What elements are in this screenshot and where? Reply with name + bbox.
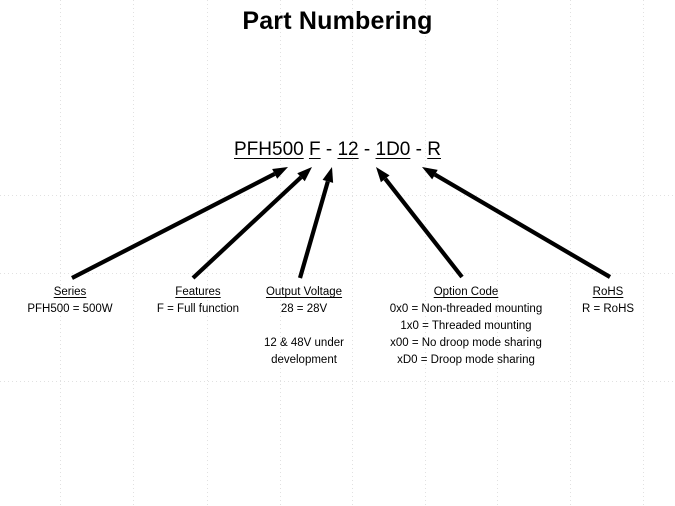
legend-header-series: Series xyxy=(53,286,87,298)
grid-line-vertical-0 xyxy=(60,0,61,506)
legend-header-output-voltage: Output Voltage xyxy=(265,286,343,298)
part-segment-option: 1D0 xyxy=(375,139,411,160)
legend-block-features: Features F = Full function xyxy=(138,284,258,318)
grid-line-horizontal-0 xyxy=(0,195,675,196)
grid-line-vertical-3 xyxy=(280,0,281,506)
part-segment-voltage: 12 xyxy=(337,139,359,160)
grid-line-vertical-1 xyxy=(133,0,134,506)
legend-line-series-0: PFH500 = 500W xyxy=(27,303,113,315)
page-title: Part Numbering xyxy=(242,7,433,35)
legend-block-series: Series PFH500 = 500W xyxy=(0,284,140,318)
legend-line-option-3: xD0 = Droop mode sharing xyxy=(397,354,535,366)
legend-block-output-voltage: Output Voltage 28 = 28V 12 & 48V under d… xyxy=(240,284,368,369)
legend-block-rohs: RoHS R = RoHS xyxy=(548,284,668,318)
arrow-voltage-head xyxy=(322,167,334,183)
part-separator-2: - xyxy=(320,139,338,160)
grid-line-horizontal-1 xyxy=(0,273,675,274)
grid-line-horizontal-2 xyxy=(0,381,675,382)
grid-line-vertical-5 xyxy=(425,0,426,506)
legend-line-voltage-2: 12 & 48V under xyxy=(264,337,344,349)
legend-block-option-code: Option Code 0x0 = Non-threaded mounting … xyxy=(370,284,562,369)
legend-line-option-0: 0x0 = Non-threaded mounting xyxy=(389,303,543,315)
legend-header-features: Features xyxy=(175,286,221,298)
legend-header-option-code: Option Code xyxy=(433,286,499,298)
arrow-features-head xyxy=(297,167,312,182)
arrow-option-shaft xyxy=(383,177,464,279)
grid-line-vertical-7 xyxy=(570,0,571,506)
part-segment-series: PFH500 xyxy=(234,139,304,160)
legend-line-voltage-0: 28 = 28V xyxy=(280,303,328,315)
grid-line-vertical-6 xyxy=(497,0,498,506)
part-segment-features: F xyxy=(308,139,321,160)
legend-header-rohs: RoHS xyxy=(592,286,624,298)
legend-line-rohs-0: R = RoHS xyxy=(581,303,635,315)
grid-line-vertical-8 xyxy=(643,0,644,506)
part-number-string: PFH500 F - 12 - 1D0 - R xyxy=(0,139,675,161)
grid-line-vertical-2 xyxy=(207,0,208,506)
arrow-option-head xyxy=(376,167,390,183)
arrow-series-shaft xyxy=(71,171,276,280)
arrow-rohs-head xyxy=(422,167,438,180)
part-segment-rohs: R xyxy=(427,139,441,160)
part-separator-3: - xyxy=(358,139,376,160)
arrow-series-head xyxy=(272,167,288,179)
arrow-voltage-shaft xyxy=(297,180,330,279)
legend-line-features-0: F = Full function xyxy=(156,303,240,315)
legend-line-voltage-1 xyxy=(240,318,368,335)
part-separator-4: - xyxy=(410,139,428,160)
legend-line-option-1: 1x0 = Threaded mounting xyxy=(400,320,532,332)
arrow-features-shaft xyxy=(191,175,303,280)
grid-line-vertical-4 xyxy=(352,0,353,506)
arrow-rohs-shaft xyxy=(433,172,612,279)
legend-line-option-2: x00 = No droop mode sharing xyxy=(390,337,542,349)
legend-line-voltage-3: development xyxy=(271,354,337,366)
